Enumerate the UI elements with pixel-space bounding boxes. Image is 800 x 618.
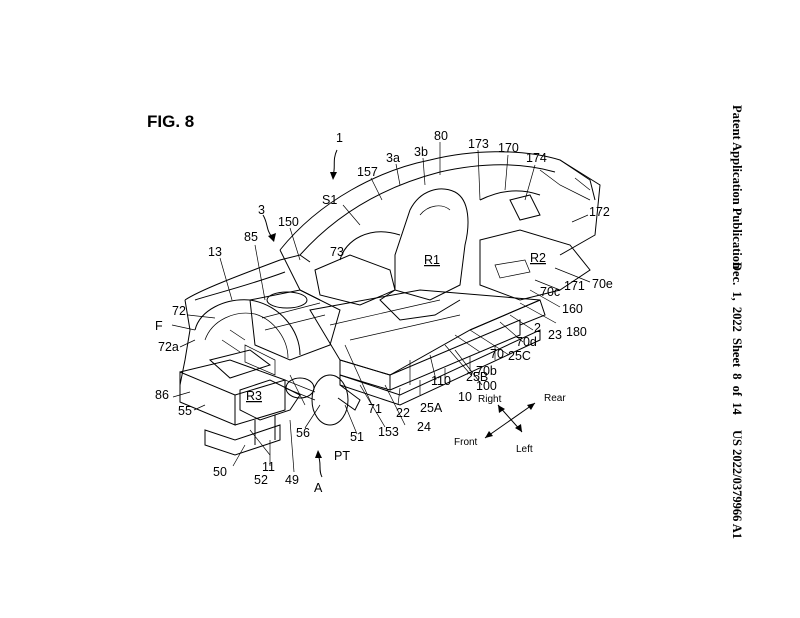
leader-arrows [262, 149, 338, 478]
ref-label: 3a [386, 151, 400, 165]
ref-label: 110 [431, 374, 451, 388]
ref-label: 153 [378, 425, 399, 439]
ref-label: 70d [516, 335, 537, 349]
ref-label: 50 [213, 465, 227, 479]
ref-label: 11 [262, 460, 275, 474]
ref-label: 73 [330, 245, 344, 259]
ref-label: 25C [508, 349, 531, 363]
ref-label: 49 [285, 473, 299, 487]
ref-label: 52 [254, 473, 268, 487]
reference-labels: 1 80 173 170 174 3a 3b 157 S1 172 3 150 … [155, 129, 613, 495]
ref-label: 157 [357, 165, 378, 179]
ref-label: 3 [258, 203, 265, 217]
ref-label: R2 [530, 251, 546, 265]
ref-label: PT [334, 449, 350, 463]
ref-label: 72 [172, 304, 186, 318]
ref-label: 70c [540, 285, 560, 299]
ref-label: 85 [244, 230, 258, 244]
direction-rear-label: Rear [544, 393, 566, 404]
ref-label: 70b [476, 364, 497, 378]
ref-label: 173 [468, 137, 489, 151]
ref-label: R1 [424, 253, 440, 267]
roof-outline [279, 151, 596, 251]
ref-label: 56 [296, 426, 310, 440]
ref-label: 86 [155, 388, 169, 402]
ref-label: 55 [178, 404, 192, 418]
driver-seat [394, 188, 469, 301]
vehicle-line-art [179, 151, 601, 456]
ref-label: 80 [434, 129, 448, 143]
ref-label: 1 [336, 131, 343, 145]
ref-label: 3b [414, 145, 428, 159]
ref-label: 70 [490, 347, 504, 361]
label-leader-lines [171, 142, 591, 473]
direction-labels: Right Rear Front Left [454, 393, 566, 455]
ref-label: 24 [417, 420, 431, 434]
ref-label: 70e [592, 277, 613, 291]
ref-label: A [314, 481, 323, 495]
motor-housing [311, 374, 349, 426]
ref-label: 10 [458, 390, 472, 404]
ref-label: 100 [476, 379, 497, 393]
side-rail [339, 329, 541, 406]
front-fender [184, 254, 311, 301]
ref-label: 150 [278, 215, 299, 229]
ref-label: R3 [246, 389, 262, 403]
ref-label: 51 [350, 430, 364, 444]
ref-label: 2 [534, 321, 541, 335]
ref-label: 22 [396, 406, 410, 420]
ref-label: 71 [368, 402, 382, 416]
ref-label: 72a [158, 340, 179, 354]
air-cleaner [266, 291, 308, 309]
direction-indicator [484, 402, 536, 439]
ref-label: 170 [498, 141, 519, 155]
roof-inner [299, 164, 556, 256]
figure-title: FIG. 8 [147, 112, 195, 131]
direction-left-label: Left [516, 444, 533, 455]
front-subframe [239, 379, 301, 421]
roof-rail-right [559, 159, 601, 256]
ref-label: 25A [420, 401, 443, 415]
ref-label: 25B [466, 370, 488, 384]
floor-platform [309, 289, 541, 376]
ref-label: 171 [564, 279, 585, 293]
ref-label: 13 [208, 245, 222, 259]
ref-label: 172 [589, 205, 610, 219]
ref-label: 23 [548, 328, 562, 342]
ref-label: F [155, 319, 163, 333]
ref-label: 174 [526, 151, 547, 165]
rear-body [479, 229, 591, 301]
ref-label: 180 [566, 325, 587, 339]
ref-label: 160 [562, 302, 583, 316]
ref-label: S1 [322, 193, 337, 207]
direction-right-label: Right [478, 394, 502, 405]
direction-front-label: Front [454, 437, 478, 448]
engine-block [249, 289, 341, 361]
